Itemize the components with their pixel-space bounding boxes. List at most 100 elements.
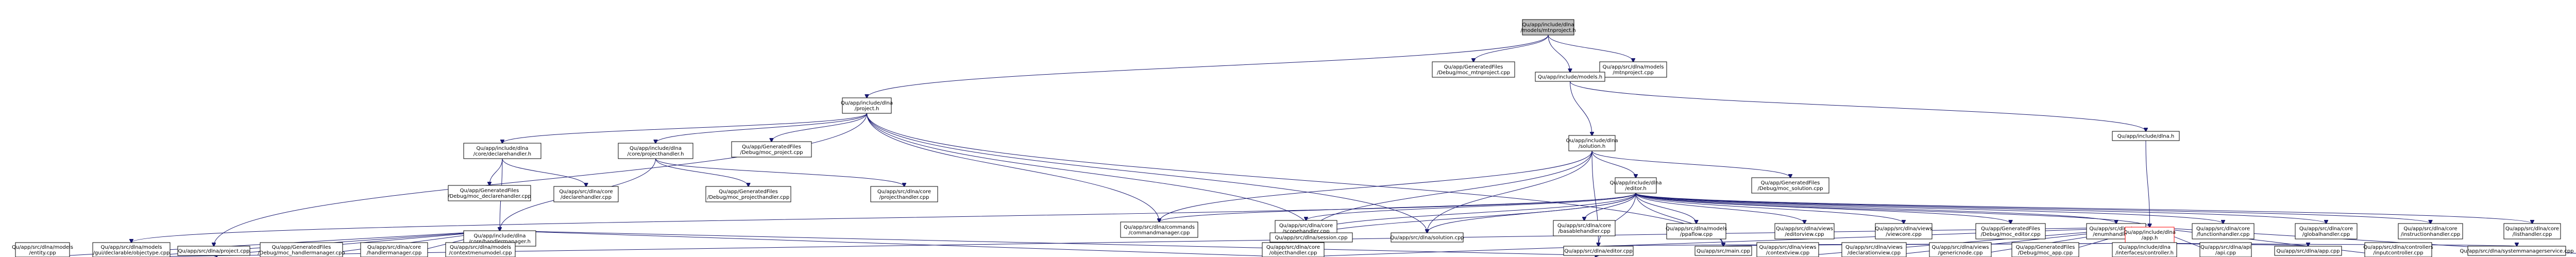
node-box — [2295, 223, 2358, 239]
node-label-line: Qu/app/src/dlna/project.cpp — [178, 249, 250, 254]
graph-node-moc-projhandler[interactable]: Qu/app/GeneratedFiles/Debug/moc_projecth… — [705, 186, 791, 202]
graph-node-viewcore[interactable]: Qu/app/src/dlna/views/viewcore.cpp — [1875, 223, 1933, 239]
node-label-line: Qu/app/src/dlna/core — [1279, 223, 1333, 229]
node-label-line: Qu/app/include/dlna — [841, 100, 893, 106]
node-box — [1522, 19, 1574, 36]
graph-node-proj-handler-h[interactable]: Qu/app/include/dlna/core/projecthandler.… — [618, 143, 693, 159]
graph-node-instructionhandler[interactable]: Qu/app/src/dlna/core/instructionhandler.… — [2398, 223, 2463, 239]
dependency-edge — [1548, 35, 1633, 62]
dependency-edge — [1306, 193, 1636, 220]
graph-node-genericnode[interactable]: Qu/app/src/dlna/views/genericnode.cpp — [1929, 242, 1992, 257]
graph-node-objectype[interactable]: Qu/app/src/dlna/models/gui/declarable/ob… — [92, 242, 171, 257]
graph-node-session-cpp[interactable]: Qu/app/src/dlna/session.cpp — [1269, 232, 1353, 243]
graph-node-solution-cpp[interactable]: Qu/app/src/dlna/solution.cpp — [1390, 232, 1464, 243]
graph-node-project-h[interactable]: Qu/app/include/dlna/models/mtnproject.h — [1520, 19, 1576, 36]
node-label-line: Qu/app/GeneratedFiles — [460, 188, 519, 194]
graph-node-controller-h[interactable]: Qu/app/include/dlna/interfaces/controlle… — [2112, 242, 2177, 257]
graph-node-editor-cpp[interactable]: Qu/app/src/dlna/editor.cpp — [1563, 246, 1634, 256]
graph-node-editor-h[interactable]: Qu/app/include/dlna/editor.h — [1610, 177, 1662, 194]
node-label-line: /commandmanager.cpp — [1129, 230, 1190, 236]
graph-node-decl-handler-h[interactable]: Qu/app/include/dlna/core/declarehandler.… — [463, 143, 541, 159]
dependency-edge — [1635, 193, 1805, 224]
node-box — [1751, 177, 1829, 194]
graph-node-api-cpp[interactable]: Qu/app/src/dlna/api/api.cpp — [2199, 242, 2252, 257]
node-label-line: /genericnode.cpp — [1938, 250, 1982, 256]
node-label-line: /declarehandler.cpp — [561, 195, 612, 200]
node-label-line: /editorview.cpp — [1785, 232, 1824, 237]
node-box — [705, 186, 791, 202]
node-label-line: Qu/app/src/dlna/views — [1845, 245, 1903, 250]
graph-node-ppaflow[interactable]: Qu/app/src/dlna/models/ppaflow.cpp — [1666, 223, 1727, 239]
graph-node-contextview[interactable]: Qu/app/src/dlna/views/contextview.cpp — [1756, 242, 1819, 257]
graph-node-cmdmanager[interactable]: Qu/app/src/dlna/commands/commandmanager.… — [1120, 221, 1198, 238]
graph-node-solution-h[interactable]: Qu/app/include/dlna/solution.h — [1566, 135, 1618, 151]
node-label-line: Qu/app/include/dlna — [477, 146, 529, 151]
dependency-edge — [1548, 35, 1570, 72]
node-label-line: /Debug/moc_handlermanager.cpp — [258, 250, 345, 256]
graph-node-inputcontroller[interactable]: Qu/app/src/dlna/controllers/inputcontrol… — [2363, 242, 2433, 257]
node-label-line: Qu/app/include/dlna — [2119, 245, 2171, 250]
node-box — [1432, 61, 1515, 78]
node-box — [177, 246, 250, 256]
node-label-line: /core/handlermanager.h — [469, 239, 531, 245]
graph-node-declarationview[interactable]: Qu/app/src/dlna/views/declarationview.cp… — [1841, 242, 1907, 257]
graph-node-handlermanager-cpp[interactable]: Qu/app/src/dlna/core/handlermanager.cpp — [360, 242, 428, 257]
node-box — [1774, 223, 1835, 239]
node-label-line: /functionhandler.cpp — [2197, 232, 2250, 237]
graph-node-moc-handlermanager[interactable]: Qu/app/GeneratedFiles/Debug/moc_handlerm… — [258, 242, 345, 257]
graph-node-moc-declhandler[interactable]: Qu/app/GeneratedFiles/Debug/moc_declareh… — [448, 185, 531, 201]
graph-node-dlna-h[interactable]: Qu/app/include/dlna.h — [2112, 131, 2180, 141]
node-box — [1262, 242, 1325, 257]
dependency-edge — [1635, 193, 2326, 224]
node-label-line: Qu/app/src/dlna/systemmanagerservice.cpp — [2460, 249, 2574, 254]
graph-node-listhandler[interactable]: Qu/app/src/dlna/core/listhandler.cpp — [2503, 223, 2561, 239]
dependency-edge — [1635, 193, 2116, 224]
graph-node-moc-editor[interactable]: Qu/app/GeneratedFiles/Debug/moc_editor.c… — [1975, 223, 2046, 239]
graph-node-project2-h[interactable]: Qu/app/include/dlna/project.h — [841, 97, 893, 114]
graph-node-models-mtnproject-cpp[interactable]: Qu/app/src/dlna/models/mtnproject.cpp — [1599, 61, 1667, 78]
graph-node-functionhandler[interactable]: Qu/app/src/dlna/core/functionhandler.cpp — [2192, 223, 2255, 239]
node-label-line: Qu/app/src/dlna/views — [1759, 245, 1817, 250]
node-label-line: /models/mtnproject.h — [1520, 28, 1575, 33]
node-box — [1975, 223, 2046, 239]
node-label-line: Qu/app/src/dlna/core — [559, 189, 613, 195]
node-label-line: Qu/app/GeneratedFiles — [742, 144, 801, 150]
dependency-edge — [1584, 193, 1636, 220]
graph-node-entity[interactable]: Qu/app/src/dlna/models/entity.cpp — [12, 242, 73, 257]
graph-node-app-cpp[interactable]: Qu/app/src/dlna/app.cpp — [2274, 246, 2342, 256]
graph-node-globalhandler[interactable]: Qu/app/src/dlna/core/globalhandler.cpp — [2295, 223, 2358, 239]
node-box — [2112, 242, 2177, 257]
graph-node-project-cpp[interactable]: Qu/app/src/dlna/project.cpp — [177, 246, 250, 256]
node-label-line: Qu/app/src/dlna/core — [877, 189, 931, 195]
graph-node-systemmgr[interactable]: Qu/app/src/dlna/systemmanagerservice.cpp — [2460, 246, 2574, 256]
node-label-line: /entity.cpp — [29, 250, 56, 256]
graph-node-moc-solution[interactable]: Qu/app/GeneratedFiles/Debug/moc_solution… — [1751, 177, 1829, 194]
node-label-line: /scopehandler.cpp — [1282, 229, 1329, 234]
graph-node-main-cpp[interactable]: Qu/app/src/main.cpp — [1694, 246, 1752, 256]
node-label-line: /Debug/moc_app.cpp — [2018, 250, 2073, 256]
graph-node-models-h[interactable]: Qu/app/include/models.h — [1535, 72, 1605, 82]
node-label-line: /contextmenumodel.cpp — [449, 250, 512, 256]
graph-node-editorview[interactable]: Qu/app/src/dlna/views/editorview.cpp — [1774, 223, 1835, 239]
graph-node-moc-mtnproject[interactable]: Qu/app/GeneratedFiles/Debug/moc_mtnproje… — [1432, 61, 1515, 78]
node-box — [1269, 232, 1353, 243]
node-label-line: Qu/app/src/dlna/editor.cpp — [1564, 249, 1633, 254]
node-label-line: /core/declarehandler.h — [473, 151, 531, 157]
graph-node-core-declhandler-cpp[interactable]: Qu/app/src/dlna/core/declarehandler.cpp — [553, 186, 619, 202]
node-label-line: Qu/app/src/dlna/models — [12, 245, 73, 250]
dependency-edge — [656, 113, 867, 143]
graph-node-basablehandler[interactable]: Qu/app/src/dlna/core/basablehandler.cpp — [1553, 220, 1616, 236]
dependency-edge — [1635, 193, 1697, 224]
graph-node-core-projhandler-cpp[interactable]: Qu/app/src/dlna/core/projecthandler.cpp — [870, 186, 938, 202]
graph-node-moc-app[interactable]: Qu/app/GeneratedFiles/Debug/moc_app.cpp — [2011, 242, 2079, 257]
node-label-line: Qu/app/src/dlna/core — [1266, 245, 1320, 250]
graph-node-objecthandler[interactable]: Qu/app/src/dlna/core/objecthandler.cpp — [1262, 242, 1325, 257]
node-box — [1929, 242, 1992, 257]
graph-node-moc-project[interactable]: Qu/app/GeneratedFiles/Debug/moc_project.… — [731, 141, 812, 158]
graph-node-app-h[interactable]: Qu/app/include/dlna/app.h — [2124, 227, 2176, 243]
graph-node-contextmenumodel[interactable]: Qu/app/src/dlna/models/contextmenumodel.… — [445, 242, 516, 257]
dependency-edge — [1635, 193, 2532, 224]
dependency-edge — [867, 113, 1724, 246]
node-box — [2274, 246, 2342, 256]
node-label-line: Qu/app/GeneratedFiles — [719, 189, 778, 195]
